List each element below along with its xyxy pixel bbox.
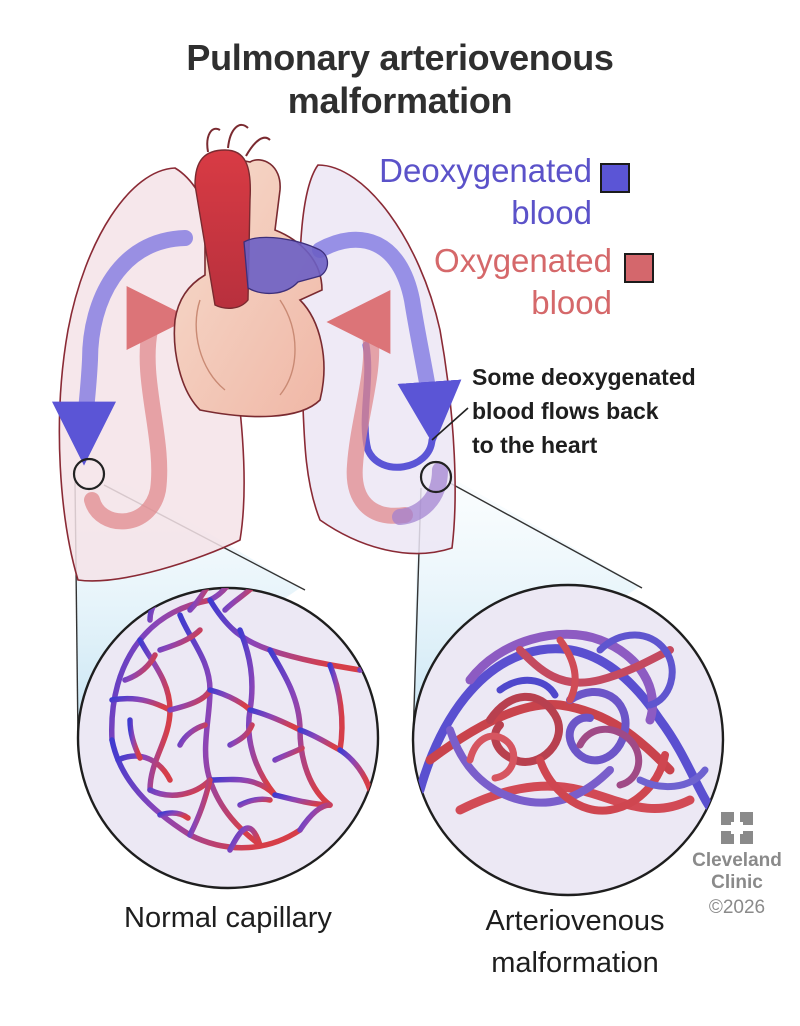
legend-deoxygenated-swatch bbox=[600, 163, 630, 193]
brand-name-line-2: Clinic bbox=[711, 872, 763, 893]
brand-copyright: ©2026 bbox=[708, 897, 766, 918]
legend-deoxygenated: Deoxygenated blood bbox=[330, 150, 592, 234]
caption-normal-capillary: Normal capillary bbox=[124, 902, 332, 934]
title-line-2: malformation bbox=[287, 80, 513, 121]
shunt-annotation: Some deoxygenated blood flows back to th… bbox=[472, 360, 772, 462]
legend-deoxygenated-line-1: Deoxygenated bbox=[379, 152, 592, 189]
normal-capillary-circle bbox=[76, 586, 380, 890]
right-lung-oxygenated-flow bbox=[326, 290, 413, 524]
annotation-line-2: blood flows back bbox=[472, 398, 659, 424]
caption-arteriovenous-malformation: Arteriovenous malformation bbox=[430, 900, 720, 984]
legend-oxygenated: Oxygenated blood bbox=[330, 240, 612, 324]
annotation-line-3: to the heart bbox=[472, 432, 598, 458]
page-title: Pulmonary arteriovenous malformation bbox=[0, 36, 800, 122]
left-zoom-marker bbox=[72, 457, 106, 491]
left-lung-oxygenated-flow bbox=[84, 286, 191, 530]
legend-oxygenated-swatch bbox=[624, 253, 654, 283]
title-line-1: Pulmonary arteriovenous bbox=[186, 37, 614, 78]
brand-name-line-1: Cleveland bbox=[692, 850, 782, 871]
legend-deoxygenated-line-2: blood bbox=[511, 194, 592, 231]
caption-avm-line-1: Arteriovenous bbox=[485, 905, 665, 937]
cleveland-clinic-brand: Cleveland Clinic ©2026 bbox=[682, 812, 792, 920]
annotation-line-1: Some deoxygenated bbox=[472, 364, 696, 390]
annotation-leader-line bbox=[431, 407, 469, 441]
right-zoom-marker bbox=[419, 460, 453, 494]
caption-avm-line-2: malformation bbox=[491, 947, 659, 979]
cleveland-clinic-cross-icon bbox=[721, 812, 753, 844]
heart bbox=[173, 123, 329, 418]
avm-tangle bbox=[415, 629, 723, 825]
left-lung-deoxygenated-flow bbox=[52, 230, 193, 466]
legend-oxygenated-line-1: Oxygenated bbox=[434, 242, 612, 279]
legend-oxygenated-line-2: blood bbox=[531, 284, 612, 321]
normal-capillary-network bbox=[109, 588, 378, 853]
right-lung-deoxygenated-flow bbox=[312, 231, 462, 446]
